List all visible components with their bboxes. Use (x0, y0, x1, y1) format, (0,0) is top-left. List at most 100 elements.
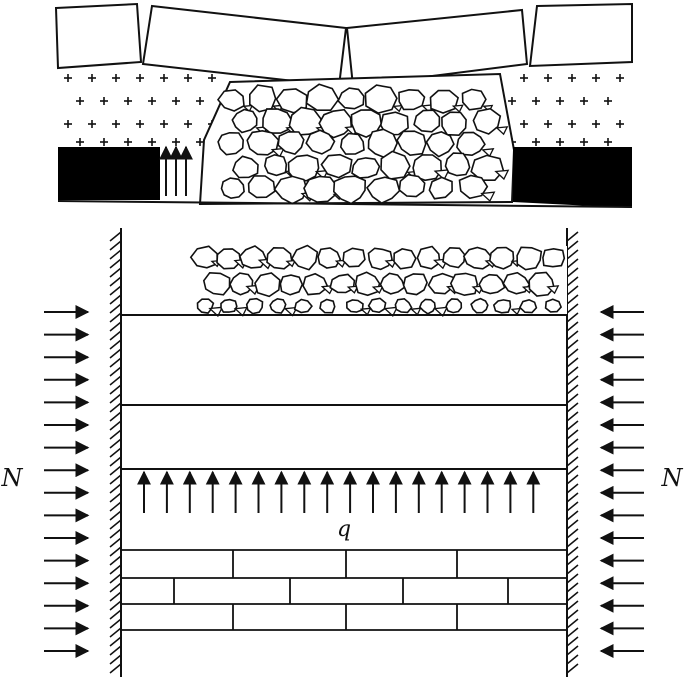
floor-line (57, 200, 633, 208)
plus-mark (184, 74, 192, 82)
rubble-stone (462, 246, 492, 270)
distributed-load-arrows (137, 470, 541, 513)
hatch-line (566, 402, 579, 413)
rubble-chip (481, 148, 495, 158)
rubble-stone (247, 175, 276, 199)
plus-mark (196, 97, 204, 105)
left-force-arrows (44, 305, 90, 658)
rubble-strip (189, 244, 567, 318)
rubble-chip (371, 285, 384, 294)
left-wall-hatch (109, 231, 122, 674)
rubble-stone (351, 157, 381, 179)
rubble-stone (262, 108, 293, 134)
hatch-line (109, 249, 122, 260)
hatch-line (109, 483, 122, 494)
plus-mark (592, 120, 600, 128)
rubble-stone (364, 84, 398, 114)
rubble-stone (398, 88, 426, 111)
hatch-line (109, 618, 122, 629)
hatch-line (109, 294, 122, 305)
plus-mark (136, 120, 144, 128)
rubble-stone (445, 298, 463, 314)
plus-mark (184, 120, 192, 128)
hatch-line (109, 375, 122, 386)
rubble-stone (263, 153, 288, 177)
hatch-line (566, 384, 579, 395)
hatch-line (109, 276, 122, 287)
hatch-line (566, 510, 579, 521)
hatch-line (109, 447, 122, 458)
gob-rubble (198, 72, 516, 206)
hatch-line (109, 339, 122, 350)
rubble-stone (320, 153, 353, 179)
rubble-chip (451, 104, 464, 113)
hatch-line (109, 411, 122, 422)
plus-mark (172, 97, 180, 105)
hatch-line (566, 321, 579, 332)
coal-pillar-left (58, 147, 160, 200)
rubble-stone (379, 272, 406, 295)
hatch-line (566, 294, 579, 305)
rubble-chip (383, 306, 399, 317)
plus-mark (532, 97, 540, 105)
rubble-stone (216, 89, 245, 112)
rubble-stone (231, 155, 259, 179)
plus-mark (616, 120, 624, 128)
hatch-line (566, 366, 579, 377)
hatch-line (109, 456, 122, 467)
hatch-line (109, 393, 122, 404)
hatch-line (566, 267, 579, 278)
hatch-line (109, 663, 122, 674)
rubble-stone (393, 248, 417, 270)
plus-mark (604, 97, 612, 105)
hatch-line (109, 258, 122, 269)
hatch-line (566, 618, 579, 629)
rubble-stone (229, 272, 254, 296)
hatch-line (109, 474, 122, 485)
hatch-line (109, 420, 122, 431)
hatch-line (109, 537, 122, 548)
hatch-line (566, 429, 579, 440)
hatch-line (109, 519, 122, 530)
hatch-line (566, 564, 579, 575)
rubble-stone (442, 246, 466, 269)
hatch-line (566, 339, 579, 350)
rubble-stone (429, 89, 460, 114)
plus-mark (148, 138, 156, 146)
plus-mark (556, 97, 564, 105)
rubble-stone (254, 272, 281, 298)
roof-blocks (54, 2, 633, 88)
rubble-chip (494, 169, 510, 181)
hatch-line (566, 447, 579, 458)
rubble-stone (275, 88, 308, 114)
hatch-line (566, 609, 579, 620)
strip-stones (189, 244, 566, 318)
rubble-stone (231, 108, 258, 134)
rubble-stone (317, 247, 342, 269)
hatch-line (109, 573, 122, 584)
rubble-stone (266, 246, 293, 270)
immediate-roof-plus-layer (64, 74, 624, 146)
hatch-line (566, 312, 579, 323)
hatch-line (109, 465, 122, 476)
rubble-stone (342, 247, 366, 268)
hatch-line (566, 231, 579, 242)
rubble-stone (441, 111, 467, 137)
rubble-stone (444, 152, 471, 177)
plus-mark (580, 138, 588, 146)
rubble-chip (233, 306, 248, 317)
rubble-stone (319, 298, 336, 314)
right-force-label: N (661, 464, 684, 492)
hatch-line (566, 555, 579, 566)
rubble-stone (337, 87, 365, 110)
plus-mark (508, 97, 516, 105)
rubble-stone (365, 176, 401, 205)
hatch-line (109, 429, 122, 440)
rubble-stone (542, 247, 566, 268)
hatch-line (109, 555, 122, 566)
hatch-line (109, 528, 122, 539)
plus-mark (208, 74, 216, 82)
rubble-chip (495, 126, 509, 136)
hatch-line (566, 537, 579, 548)
